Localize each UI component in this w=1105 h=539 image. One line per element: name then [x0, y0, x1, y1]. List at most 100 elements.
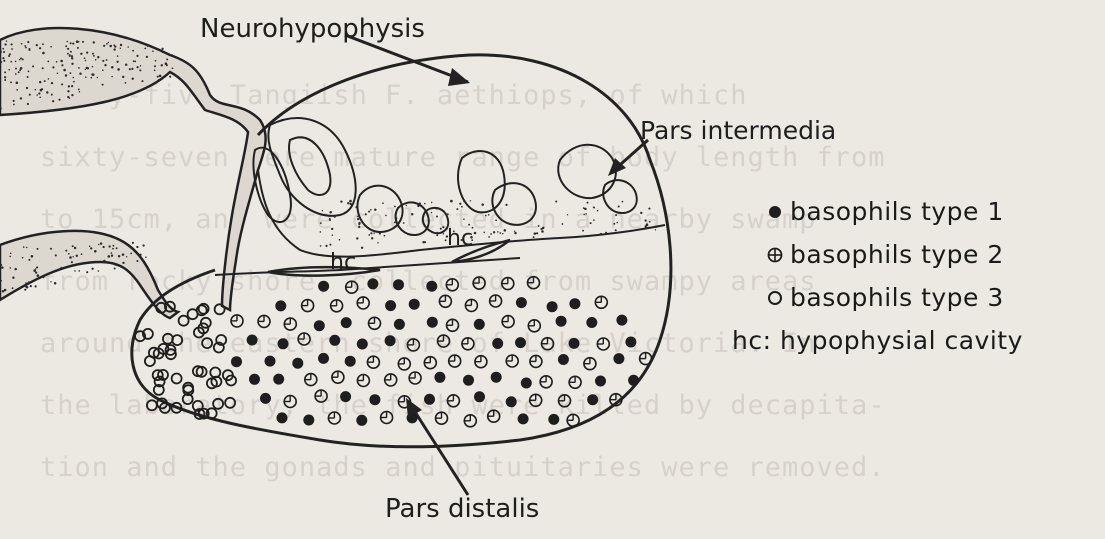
stipple-dot — [645, 227, 647, 229]
label-pars-intermedia: Pars intermedia — [640, 116, 836, 145]
basophil-type1 — [547, 301, 558, 312]
stipple-dot — [98, 270, 100, 272]
basophil-type2 — [298, 333, 310, 345]
stipple-dot — [655, 229, 656, 230]
stipple-dot — [10, 81, 12, 83]
stipple-dot — [411, 213, 413, 215]
basophil-type2 — [559, 395, 571, 407]
basophil-type1 — [247, 335, 258, 346]
basophil-type2 — [439, 295, 451, 307]
stipple-dot — [370, 232, 372, 234]
stipple-dot — [13, 100, 15, 102]
stipple-dot — [35, 271, 37, 273]
stipple-dot — [320, 231, 322, 233]
stipple-dot — [350, 203, 352, 205]
basophil-type1 — [595, 376, 606, 387]
stipple-dot — [325, 245, 327, 247]
intermedia-clump-4 — [458, 151, 505, 212]
stipple-dot — [27, 41, 29, 43]
stipple-dot — [114, 267, 116, 269]
stipple-dot — [422, 241, 424, 243]
stipple-dot — [419, 202, 421, 204]
basophil-type3 — [163, 334, 173, 344]
stipple-dot — [24, 289, 26, 291]
basophil-type1 — [345, 356, 356, 367]
stipple-dot — [533, 236, 535, 238]
stipple-dot — [648, 208, 650, 210]
basophil-type2 — [640, 353, 652, 365]
stipple-dot — [581, 236, 583, 238]
stipple-dot — [141, 80, 143, 82]
stipple-dot — [42, 276, 44, 278]
stipple-dot — [74, 270, 76, 272]
basophil-type2 — [398, 358, 410, 370]
stipple-dot — [98, 244, 99, 245]
stipple-dot — [8, 69, 10, 71]
basophil-type2 — [465, 299, 477, 311]
stipple-dot — [79, 72, 81, 74]
stipple-dot — [26, 247, 27, 248]
stipple-dot — [70, 42, 72, 44]
stipple-dot — [374, 208, 376, 210]
stipple-dot — [585, 213, 587, 215]
stipple-dot — [593, 219, 595, 221]
stipple-dot — [122, 262, 124, 264]
stipple-dot — [65, 74, 67, 76]
basophil-type2 — [595, 296, 607, 308]
stipple-dot — [71, 85, 73, 87]
stipple-dot — [514, 232, 516, 234]
stipple-dot — [474, 232, 477, 235]
stipple-dot — [582, 230, 584, 232]
stipple-dot — [20, 97, 22, 99]
stipple-dot — [329, 244, 331, 246]
basophil-type1 — [292, 358, 303, 369]
stipple-dot — [169, 76, 171, 78]
stipple-dot — [125, 82, 127, 84]
basophil-type1 — [516, 297, 527, 308]
stipple-dot — [55, 254, 57, 256]
stipple-dot — [91, 268, 93, 270]
basophil-type1 — [249, 374, 260, 385]
stipple-dot — [116, 247, 118, 249]
stipple-dot — [396, 217, 398, 219]
stipple-dot — [584, 208, 587, 211]
basophil-type1 — [369, 394, 380, 405]
stipple-dot — [463, 218, 465, 220]
stipple-dot — [67, 90, 69, 92]
basophil-type2 — [530, 355, 542, 367]
stipple-dot — [440, 228, 442, 230]
stipple-dot — [505, 204, 507, 206]
stipple-dot — [132, 242, 134, 244]
stipple-dot — [155, 60, 157, 62]
stipple-dot — [136, 55, 138, 57]
stipple-dot — [36, 266, 38, 268]
basophil-type2 — [407, 339, 419, 351]
stipple-dot — [9, 53, 11, 55]
stipple-dot — [483, 232, 485, 234]
legend-label-type1: basophils type 1 — [790, 197, 1004, 226]
basophil-type2 — [424, 357, 436, 369]
stipple-dot — [358, 223, 360, 225]
legend-row-type2: basophils type 2 — [760, 233, 1023, 276]
stipple-dot — [89, 246, 90, 247]
basophil-type1 — [463, 375, 474, 386]
stipple-dot — [442, 226, 444, 228]
stipple-dot — [488, 214, 490, 216]
basophil-type3 — [172, 335, 182, 345]
basophil-type2 — [231, 315, 243, 327]
stipple-dot — [35, 89, 37, 91]
stipple-dot — [39, 81, 41, 83]
legend-label-hc: hc: hypophysial cavity — [732, 326, 1023, 355]
stipple-dot — [361, 247, 363, 249]
stipple-dot — [655, 226, 657, 228]
stipple-dot — [58, 99, 60, 101]
stipple-dot — [120, 48, 121, 49]
basophil-type2 — [346, 281, 358, 293]
stipple-dot — [649, 221, 651, 223]
stipple-dot — [131, 68, 133, 70]
stipple-dot — [78, 67, 80, 69]
stipple-dot — [90, 247, 92, 249]
stipple-dot — [417, 205, 419, 207]
stipple-dot — [125, 63, 127, 65]
stipple-dot — [44, 80, 46, 82]
